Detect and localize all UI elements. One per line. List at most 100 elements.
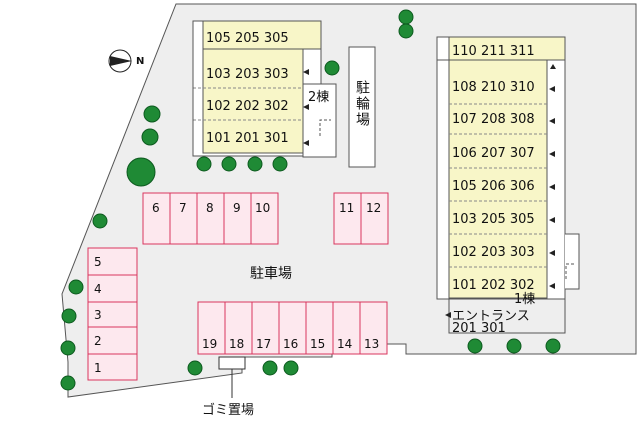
entry-arrow-icon xyxy=(549,250,555,256)
tree-icon xyxy=(60,375,76,391)
tree-icon xyxy=(187,360,203,376)
tree-icon xyxy=(545,338,561,354)
entry-arrow-icon xyxy=(549,283,555,289)
parking-space xyxy=(251,301,280,355)
garbage-label: ゴミ置場 xyxy=(202,402,254,418)
entry-arrow-icon xyxy=(549,184,555,190)
unit-row: 101 201 301 xyxy=(206,131,289,146)
parking-space-number: 5 xyxy=(94,255,102,269)
tree-icon xyxy=(68,279,84,295)
parking-space xyxy=(87,301,138,328)
parking-space-number: 15 xyxy=(310,337,325,351)
entrance-arrow-icon xyxy=(445,312,451,318)
parking-space-number: 4 xyxy=(94,282,102,296)
building-1-side-stair xyxy=(565,233,580,290)
tree-icon xyxy=(61,308,77,324)
parking-space-number: 19 xyxy=(202,337,217,351)
parking-space xyxy=(305,301,334,355)
tree-icon xyxy=(467,338,483,354)
parking-bottom-row: 19 18 17 16 15 14 13 xyxy=(197,301,388,355)
parking-space-number: 14 xyxy=(337,337,352,351)
unit-row: 106 207 307 xyxy=(452,146,535,161)
parking-space xyxy=(333,192,362,245)
bicycle-parking-label: 駐輪場 xyxy=(354,80,370,128)
unit-row: 105 205 305 xyxy=(206,31,289,46)
parking-space-number: 8 xyxy=(206,201,214,215)
bicycle-parking: 駐輪場 xyxy=(348,46,376,168)
north-compass: N xyxy=(108,49,144,73)
entry-arrow-icon xyxy=(303,69,309,75)
tree-icon xyxy=(398,23,414,39)
unit-row: 105 206 306 xyxy=(452,179,535,194)
tree-icon xyxy=(196,156,212,172)
garbage-box xyxy=(218,356,246,370)
parking-space-number: 12 xyxy=(366,201,381,215)
parking-space xyxy=(169,192,198,245)
tree-icon xyxy=(126,157,156,187)
entry-arrow-icon xyxy=(550,64,556,69)
tree-icon xyxy=(143,105,161,123)
entry-arrow-icon xyxy=(549,217,555,223)
parking-space xyxy=(87,247,138,276)
parking-space-number: 7 xyxy=(179,201,187,215)
parking-space-number: 16 xyxy=(283,337,298,351)
tree-icon xyxy=(283,360,299,376)
tree-icon xyxy=(92,213,108,229)
parking-left-column: 5 4 3 2 1 xyxy=(87,247,138,381)
parking-space xyxy=(223,192,252,245)
tree-icon xyxy=(272,156,288,172)
stair-mark xyxy=(565,263,575,279)
parking-space xyxy=(278,301,307,355)
unit-row: 110 211 311 xyxy=(452,44,535,59)
parking-space-number: 9 xyxy=(233,201,241,215)
unit-row: 103 203 303 xyxy=(206,67,289,82)
parking-space xyxy=(359,301,388,355)
tree-icon xyxy=(262,360,278,376)
tree-icon xyxy=(247,156,263,172)
building-2-lower-block xyxy=(202,48,304,154)
entry-arrow-icon xyxy=(303,140,309,146)
bicycle-parking-area xyxy=(348,46,376,168)
trees xyxy=(60,9,561,391)
building-2: 105 205 305 103 203 303 102 202 302 101 … xyxy=(192,20,337,158)
parking-top-row: 6 7 8 9 10 xyxy=(142,192,279,245)
entry-arrow-icon xyxy=(549,151,555,157)
building-1-lower-block xyxy=(448,59,548,299)
entry-arrow-icon xyxy=(549,118,555,124)
entry-arrow-icon xyxy=(303,104,309,110)
parking-space-number: 1 xyxy=(94,361,102,375)
garbage-area: ゴミ置場 xyxy=(202,356,254,418)
parking-space-number: 11 xyxy=(339,201,354,215)
parking-space xyxy=(360,192,389,245)
parking-space xyxy=(250,192,279,245)
entry-arrow-icon xyxy=(549,86,555,92)
parking-space xyxy=(87,353,138,381)
parking-space-number: 6 xyxy=(152,201,160,215)
unit-row: 102 202 302 xyxy=(206,99,289,114)
unit-row: 108 210 310 xyxy=(452,80,535,95)
parking-space xyxy=(87,326,138,355)
building-2-name: 2棟 xyxy=(308,90,329,105)
tree-icon xyxy=(60,340,76,356)
tree-icon xyxy=(506,338,522,354)
unit-row: 101 202 302 xyxy=(452,278,535,293)
parking-space xyxy=(196,192,225,245)
entrance-units: 201 301 xyxy=(452,321,506,336)
parking-space-number: 2 xyxy=(94,334,102,348)
tree-icon xyxy=(141,128,159,146)
compass-label: N xyxy=(136,56,144,67)
parking-space-number: 17 xyxy=(256,337,271,351)
stair-mark xyxy=(319,119,331,136)
tree-icon xyxy=(221,156,237,172)
unit-row: 107 208 308 xyxy=(452,112,535,127)
parking-space-number: 18 xyxy=(229,337,244,351)
entrance-label: エントランス xyxy=(452,309,530,324)
parking-label: 駐車場 xyxy=(250,265,292,282)
unit-row: 103 205 305 xyxy=(452,212,535,227)
unit-row: 102 203 303 xyxy=(452,245,535,260)
tree-icon xyxy=(398,9,414,25)
parking-top-pair: 11 12 xyxy=(333,192,389,245)
parking-space-number: 3 xyxy=(94,308,102,322)
compass-arrow-icon xyxy=(110,56,132,66)
